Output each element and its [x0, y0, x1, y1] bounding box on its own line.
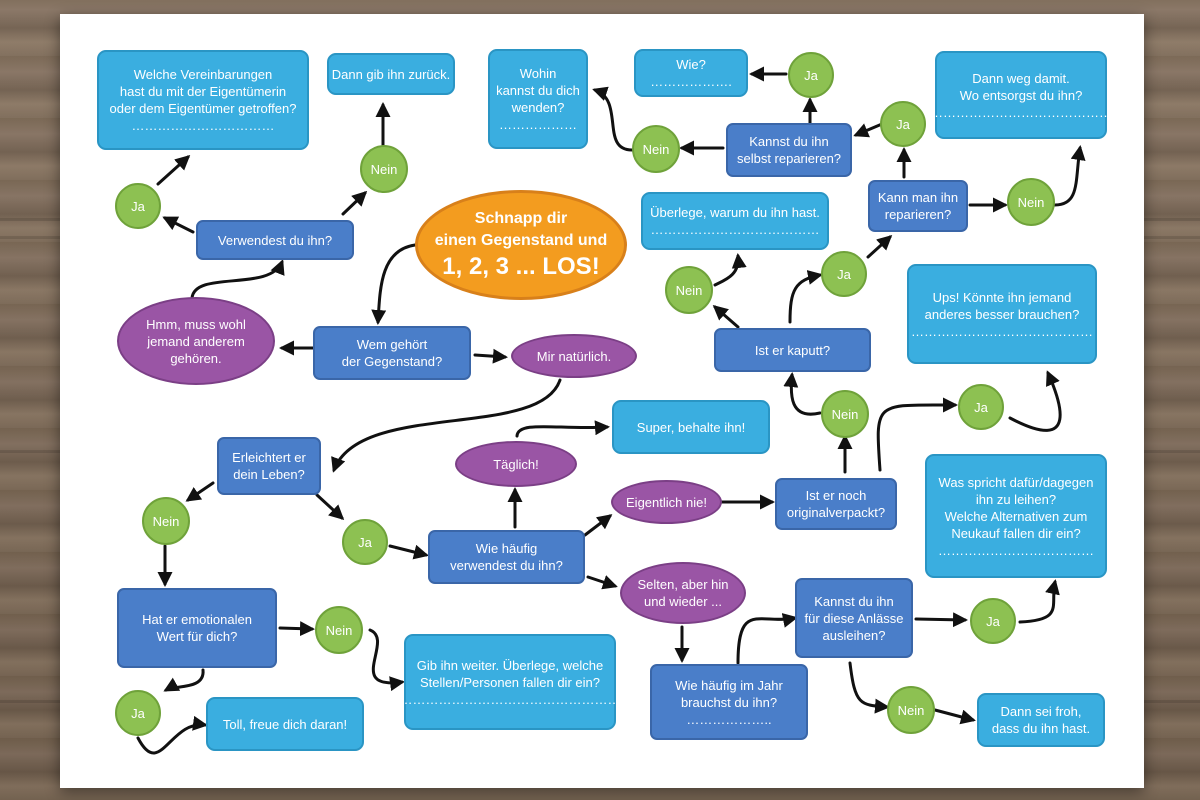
- outcome-gib-weiter-dots: ……………………………………………: [399, 691, 621, 707]
- question-verwendest: Verwendest du ihn?: [196, 220, 354, 260]
- nein-circle-reparieren: Nein: [1007, 178, 1055, 226]
- arrow-originalverpackt-to-ja: [876, 397, 958, 472]
- outcome-ups-dots: ……………………………………: [911, 323, 1093, 339]
- arrow-ja-to-wiehaeufig: [388, 544, 429, 560]
- outcome-spricht-text: Was spricht dafür/dagegen ihn zu leihen?…: [938, 474, 1094, 541]
- arrow-kaputt-to-nein: [712, 305, 740, 329]
- outcome-gib-weiter-text: Gib ihn weiter. Überlege, welche Stellen…: [416, 657, 604, 690]
- arrow-wiehaeufig-to-selten: [586, 575, 618, 590]
- outcome-ueberlege-text: Überlege, warum du ihn hast.: [650, 205, 820, 220]
- nein-circle-selbst: Nein: [632, 125, 680, 173]
- start-line-3: 1, 2, 3 ... LOS!: [442, 253, 600, 280]
- outcome-froh: Dann sei froh, dass du ihn hast.: [977, 693, 1105, 747]
- nein-circle-originalverpackt: Nein: [821, 390, 869, 438]
- outcome-wie-text: Wie?: [676, 57, 706, 72]
- nein-circle-emotional: Nein: [315, 606, 363, 654]
- outcome-spricht-dots: ………………………………: [938, 542, 1094, 558]
- arrow-ja-to-reparieren: [866, 234, 893, 259]
- outcome-weg-text: Dann weg damit. Wo entsorgst du ihn?: [959, 70, 1083, 103]
- arrow-ja-to-ups: [1008, 370, 1062, 432]
- outcome-vereinbarungen-text: Welche Vereinbarungen hast du mit der Ei…: [109, 67, 297, 116]
- arrow-erleichtert-to-nein: [185, 481, 215, 502]
- nein-circle-verwendest: Nein: [360, 145, 408, 193]
- answer-hmm: Hmm, muss wohl jemand anderem gehören.: [117, 297, 275, 385]
- outcome-vereinbarungen: Welche Vereinbarungen hast du mit der Ei…: [97, 50, 309, 150]
- outcome-ups-text: Ups! Könnte ihn jemand anderes besser br…: [924, 289, 1080, 322]
- outcome-weg: Dann weg damit. Wo entsorgst du ihn? …………: [930, 51, 1112, 139]
- outcome-wohin-text: Wohin kannst du dich wenden?: [496, 66, 580, 115]
- question-wie-haeufig-jahr: Wie häufig im Jahr brauchst du ihn? ……………: [650, 664, 808, 740]
- start-node: Schnapp dir einen Gegenstand und 1, 2, 3…: [415, 190, 627, 300]
- outcome-wohin-dots: ………………: [499, 117, 577, 132]
- ja-circle-kaputt: Ja: [821, 251, 867, 297]
- ja-circle-ausleihen: Ja: [970, 598, 1016, 644]
- arrow-taeglich-to-super: [515, 420, 610, 438]
- arrow-mir-to-erleichtert: [331, 378, 562, 473]
- question-originalverpackt: Ist er noch originalverpackt?: [775, 478, 897, 530]
- arrow-nein-to-kaputt: [783, 372, 822, 416]
- outcome-toll: Toll, freue dich daran!: [206, 697, 364, 751]
- start-line-1: Schnapp dir: [474, 210, 568, 227]
- nein-circle-kaputt: Nein: [665, 266, 713, 314]
- arrow-emotional-to-nein: [278, 621, 315, 637]
- ja-circle-selbst: Ja: [788, 52, 834, 98]
- outcome-zurueck: Dann gib ihn zurück.: [327, 53, 455, 95]
- nein-circle-ausleihen: Nein: [887, 686, 935, 734]
- question-wie-haeufig-jahr-dots: ………………..: [686, 711, 772, 727]
- answer-taeglich: Täglich!: [455, 441, 577, 487]
- start-line-2: einen Gegenstand und: [434, 232, 608, 249]
- question-ausleihen: Kannst du ihn für diese Anlässe ausleihe…: [795, 578, 913, 658]
- arrow-ausleihen-to-ja: [914, 612, 968, 628]
- arrow-erleichtert-to-ja: [315, 493, 345, 521]
- arrow-hmm-to-verwendest: [190, 259, 285, 300]
- arrow-ausleihen-to-nein: [848, 661, 890, 714]
- question-selbst-reparieren: Kannst du ihn selbst reparieren?: [726, 123, 852, 177]
- question-kaputt: Ist er kaputt?: [714, 328, 871, 372]
- arrow-nein-to-froh: [933, 708, 976, 725]
- arrow-nein-to-gibweiter: [368, 628, 405, 692]
- outcome-ueberlege-dots: …………………………………: [650, 222, 820, 237]
- outcome-ups: Ups! Könnte ihn jemand anderes besser br…: [907, 264, 1097, 364]
- arrow-wiehaeufigjahr-to-ausleihen: [736, 612, 798, 665]
- arrow-nein-to-weg: [1053, 145, 1086, 207]
- arrow-verwendest-to-ja: [162, 216, 195, 234]
- outcome-spricht: Was spricht dafür/dagegen ihn zu leihen?…: [925, 454, 1107, 578]
- arrow-ja-to-toll: [136, 715, 208, 755]
- answer-selten: Selten, aber hin und wieder ...: [620, 562, 746, 624]
- arrow-ja-to-selbst: [853, 122, 884, 138]
- outcome-wie-dots: ……………….: [650, 74, 732, 89]
- ja-circle-originalverpackt: Ja: [958, 384, 1004, 430]
- arrow-verwendest-to-nein: [341, 190, 368, 216]
- question-reparieren: Kann man ihn reparieren?: [868, 180, 968, 232]
- arrow-ja-to-vereinbarungen: [156, 154, 191, 186]
- outcome-gib-weiter: Gib ihn weiter. Überlege, welche Stellen…: [400, 634, 621, 730]
- outcome-super: Super, behalte ihn!: [612, 400, 770, 454]
- outcome-vereinbarungen-dots: ……………………………: [131, 118, 275, 133]
- arrow-wiehaeufig-to-eigentlichnie: [583, 514, 613, 537]
- question-wem-gehoert: Wem gehört der Gegenstand?: [313, 326, 471, 380]
- outcome-ueberlege: Überlege, warum du ihn hast. ………………………………: [641, 192, 829, 250]
- arrow-nein-to-ueberlege: [713, 253, 747, 287]
- arrow-wem-to-mir: [473, 348, 508, 364]
- ja-circle-reparieren: Ja: [880, 101, 926, 147]
- ja-circle-emotional: Ja: [115, 690, 161, 736]
- outcome-wohin: Wohin kannst du dich wenden? ………………: [488, 49, 588, 149]
- question-wie-haeufig-jahr-text: Wie häufig im Jahr brauchst du ihn?: [675, 677, 783, 710]
- ja-circle-verwendest: Ja: [115, 183, 161, 229]
- arrow-emotional-to-ja: [163, 668, 205, 692]
- arrow-ja-to-spricht: [1018, 579, 1060, 624]
- answer-mir: Mir natürlich.: [511, 334, 637, 378]
- arrow-nein-to-wohin: [592, 86, 634, 152]
- ja-circle-erleichtert: Ja: [342, 519, 388, 565]
- question-emotional: Hat er emotionalen Wert für dich?: [117, 588, 277, 668]
- nein-circle-erleichtert: Nein: [142, 497, 190, 545]
- arrow-start-to-wem: [371, 243, 417, 325]
- outcome-wie: Wie? ……………….: [634, 49, 748, 97]
- question-erleichtert: Erleichtert er dein Leben?: [217, 437, 321, 495]
- arrow-kaputt-to-ja: [788, 270, 823, 324]
- outcome-weg-dots: ……………………………………: [930, 104, 1112, 120]
- question-wie-haeufig: Wie häufig verwendest du ihn?: [428, 530, 585, 584]
- answer-eigentlich-nie: Eigentlich nie!: [611, 480, 722, 524]
